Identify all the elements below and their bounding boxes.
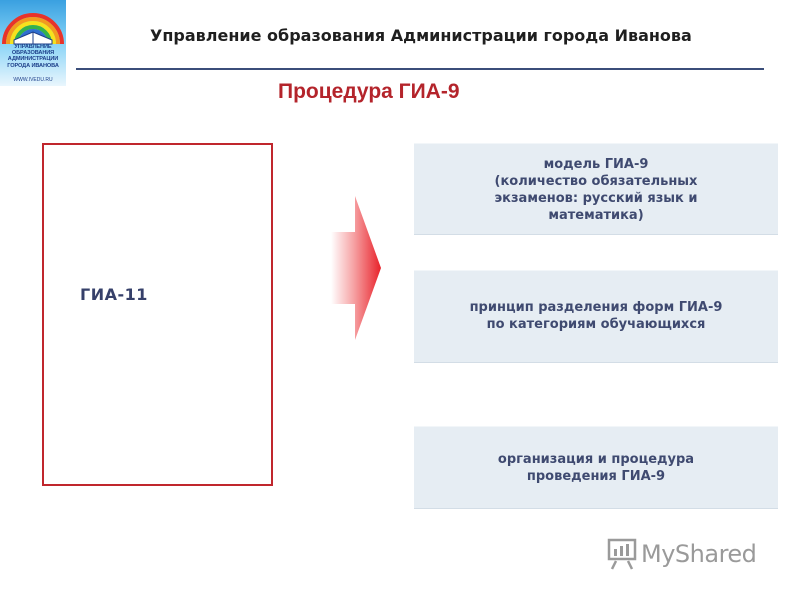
info-box-organization: организация и процедура проведения ГИА-9 bbox=[414, 426, 778, 509]
rainbow-book-icon bbox=[2, 13, 64, 45]
presentation-board-icon bbox=[607, 538, 637, 570]
page-title: Процедура ГИА-9 bbox=[278, 80, 460, 103]
logo-text: УПРАВЛЕНИЕ ОБРАЗОВАНИЯ АДМИНИСТРАЦИИ ГОР… bbox=[7, 44, 59, 69]
header-title: Управление образования Администрации гор… bbox=[150, 26, 692, 45]
info-box-gia9-model: модель ГИА-9 (количество обязательных эк… bbox=[414, 143, 778, 235]
logo-url: WWW.IVEDU.RU bbox=[13, 77, 53, 83]
header-divider bbox=[76, 68, 764, 70]
gia11-box bbox=[42, 143, 273, 486]
watermark: MyShared bbox=[607, 538, 757, 570]
gia11-label: ГИА-11 bbox=[80, 285, 148, 304]
arrow-right-icon bbox=[331, 196, 381, 340]
watermark-text: MyShared bbox=[641, 540, 757, 568]
logo: УПРАВЛЕНИЕ ОБРАЗОВАНИЯ АДМИНИСТРАЦИИ ГОР… bbox=[0, 0, 66, 86]
info-box-separation-principle: принцип разделения форм ГИА-9 по категор… bbox=[414, 270, 778, 363]
